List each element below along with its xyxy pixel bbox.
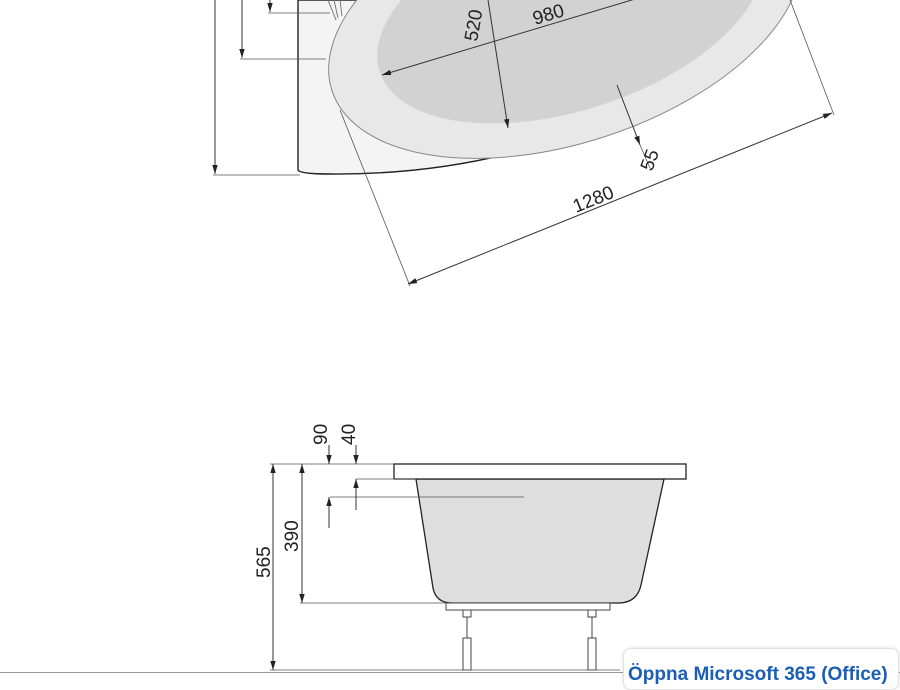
label-40: 40 [339, 424, 360, 445]
top-view: 980 520 55 1280 [212, 0, 835, 287]
label-565: 565 [254, 546, 275, 578]
tub-basin [377, 0, 763, 124]
dim-line-980 [381, 0, 634, 76]
open-in-office-button[interactable]: Öppna Microsoft 365 (Office) [623, 648, 899, 690]
extension-line [789, 0, 835, 116]
label-390: 390 [282, 520, 303, 552]
bathtub-drawing: 980 520 55 1280 565 390 [212, 0, 835, 671]
label-55: 55 [637, 147, 664, 174]
dim-line-520 [487, 0, 510, 129]
open-in-office-label: Öppna Microsoft 365 (Office) [628, 664, 888, 685]
tub-base-plate [445, 602, 611, 611]
tub-basin-side [415, 478, 665, 604]
extension-line [339, 109, 411, 287]
tub-legs [462, 609, 597, 671]
label-90: 90 [311, 424, 332, 445]
tub-rim-side [393, 463, 687, 480]
divider [0, 672, 900, 673]
side-view: 565 390 90 40 [254, 424, 687, 671]
label-1280: 1280 [570, 182, 617, 217]
faucet [327, 0, 343, 21]
dim-line-1280 [407, 112, 833, 285]
